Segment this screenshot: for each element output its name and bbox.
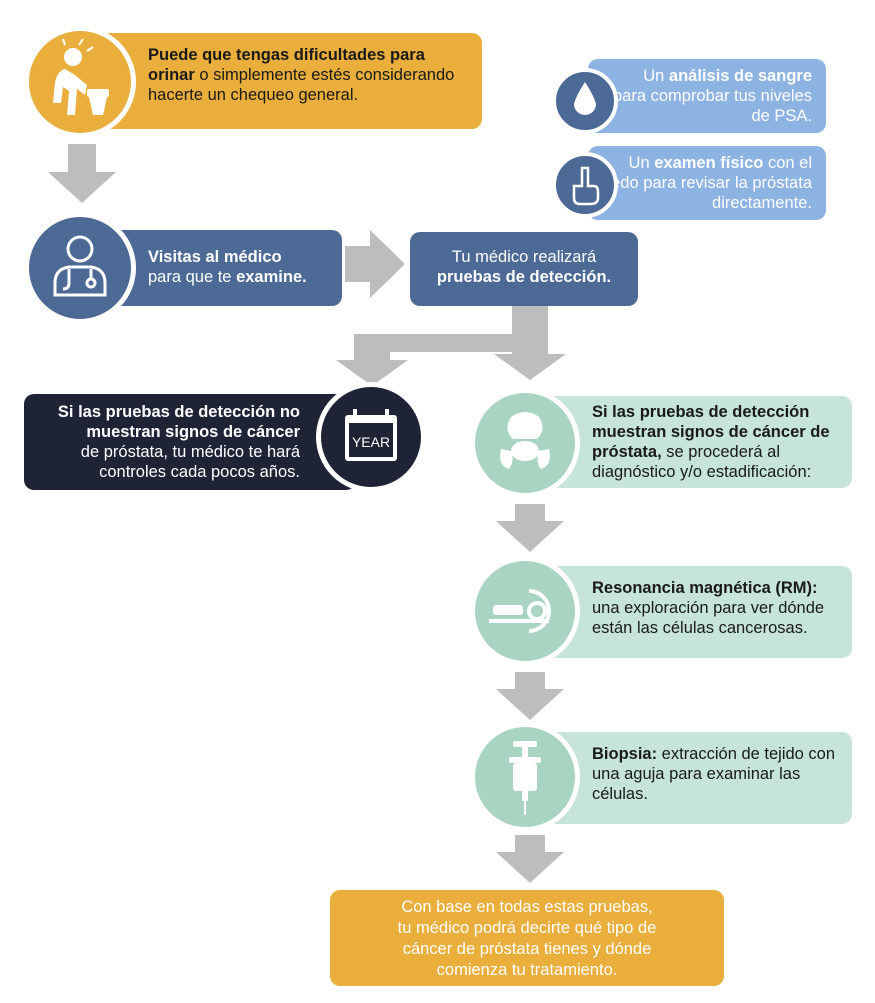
negative-outcome-box: Si las pruebas de detección no muestran …	[24, 394, 356, 490]
symptoms-box: Puede que tengas dificultades para orina…	[76, 33, 482, 129]
arrow-split	[336, 306, 566, 386]
calendar-year-label: YEAR	[352, 434, 390, 450]
screening-box: Tu médico realizará pruebas de detección…	[410, 232, 638, 306]
negative-text: de próstata, tu médico te hará controles…	[80, 443, 300, 481]
arrow-down-4	[496, 835, 564, 883]
symptoms-bold-text: Puede que tengas dificultades para	[148, 46, 425, 64]
physical-text: Un	[628, 154, 655, 172]
screening-text: Tu médico realizará	[451, 248, 597, 266]
final-line-2: tu médico podrá decirte qué tipo de	[397, 919, 657, 937]
mri-scanner-icon	[470, 556, 580, 666]
mri-box: Resonancia magnética (RM): una exploraci…	[530, 566, 852, 658]
mri-text: una exploración para ver dónde están las…	[592, 599, 825, 637]
visit-text: para que te	[148, 268, 237, 286]
final-line-3: cáncer de próstata tienes y dónde	[402, 940, 652, 958]
prostate-icon	[470, 388, 580, 498]
biopsy-bold-text: Biopsia:	[592, 745, 658, 763]
syringe-icon	[470, 722, 580, 832]
finger-icon	[552, 152, 618, 218]
blood-bold-text: análisis de sangre	[668, 67, 812, 85]
physical-exam-box: Un examen físico con el dedo para revisa…	[588, 146, 826, 220]
final-line-4: comienza tu tratamiento.	[436, 961, 618, 979]
arrow-down-1	[48, 144, 116, 203]
calendar-icon: YEAR	[316, 382, 426, 492]
biopsy-text: extracción de tejido con una aguja para …	[592, 745, 836, 803]
positive-outcome-box: Si las pruebas de detección muestran sig…	[530, 396, 852, 488]
blood-test-box: Un análisis de sangre para comprobar tus…	[588, 59, 826, 133]
mri-bold-text: Resonancia magnética (RM):	[592, 579, 818, 597]
visit-bold-text: Visitas al médico	[148, 248, 282, 266]
person-urinating-icon	[24, 26, 136, 138]
physical-bold-text: examen físico	[654, 154, 764, 172]
final-box: Con base en todas estas pruebas, tu médi…	[330, 890, 724, 986]
arrow-down-3	[496, 672, 564, 720]
blood-drop-icon	[552, 68, 618, 134]
blood-text: Un	[643, 67, 669, 85]
arrow-down-2	[496, 504, 564, 552]
positive-bold-text: Si las pruebas de detección muestran sig…	[592, 403, 830, 461]
positive-text: se procederá al diagnóstico y/o estadifi…	[592, 443, 812, 481]
physical-text-2: con el dedo para revisar la próstata dir…	[601, 154, 812, 212]
biopsy-box: Biopsia: extracción de tejido con una ag…	[530, 732, 852, 824]
doctor-icon	[24, 212, 136, 324]
arrow-right-1	[345, 230, 405, 298]
visit-bold-text-2: examine.	[236, 268, 307, 286]
negative-bold-text: Si las pruebas de detección no muestran …	[57, 403, 300, 441]
screening-bold-text: pruebas de detección.	[436, 268, 612, 286]
blood-text-2: para comprobar tus niveles de PSA.	[612, 87, 812, 125]
symptoms-bold-text-2: orinar	[148, 66, 195, 84]
final-line-1: Con base en todas estas pruebas,	[401, 898, 653, 916]
symptoms-text: o simplemente estés considerando hacerte…	[148, 66, 455, 104]
